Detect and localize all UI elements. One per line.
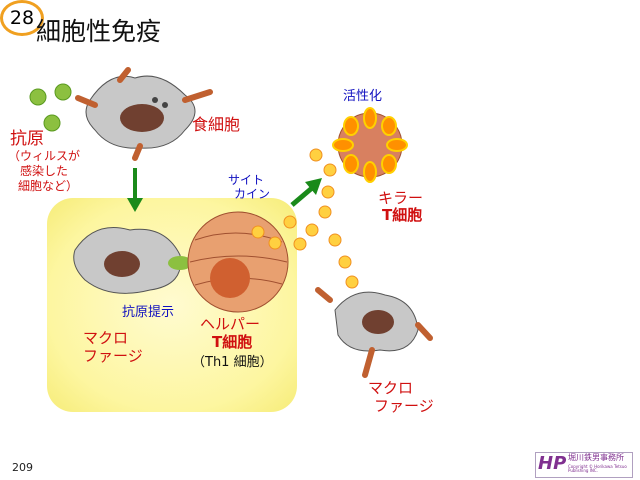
arrow-down-icon [127,198,143,212]
slide-number: 209 [12,461,33,474]
macrophage-icon [73,227,192,294]
antigen-note: 感染した [20,164,69,178]
antigen-note: （ウィルスが [8,149,81,163]
publisher-logo: HP 堀川鉄男事務所 Copyright © Horikawa Tetsuo P… [535,452,633,478]
helper-t-label: T細胞 [212,333,253,351]
cytokine-particles [251,148,365,309]
killer-t-cell-icon [332,107,408,183]
macrophage-icon [315,287,433,378]
th1-label: （Th1 細胞） [192,355,273,370]
helper-t-cell-icon [187,211,289,313]
antigen-icon [29,83,72,132]
logo-name: 堀川鉄男事務所 [568,453,624,462]
cytokine-label: カイン [234,187,271,201]
page-badge: 28 [0,0,44,36]
cytokine-label: サイト [228,173,265,187]
phagocyte-icon [75,67,213,161]
helper-t-label: ヘルパー [200,315,261,333]
page-title: 細胞性免疫 [36,17,162,46]
activation-label: 活性化 [343,89,383,104]
antigen-label: 抗原 [10,129,44,149]
macrophage-label: ファージ [374,397,434,415]
macrophage-label: マクロ [368,379,414,397]
logo-mark: HP [538,453,567,474]
antigen-presentation-label: 抗原提示 [122,305,175,320]
macrophage-label: ファージ [83,347,143,365]
macrophage-label: マクロ [83,329,129,347]
phagocyte-label: 食細胞 [192,115,241,134]
arrow-up-right-icon [305,178,322,195]
killer-t-label: キラー [378,189,424,207]
antigen-note: 細胞など） [18,179,79,193]
logo-copyright: Copyright © Horikawa Tetsuo Publishing I… [568,464,627,474]
killer-t-label: T細胞 [382,206,423,224]
